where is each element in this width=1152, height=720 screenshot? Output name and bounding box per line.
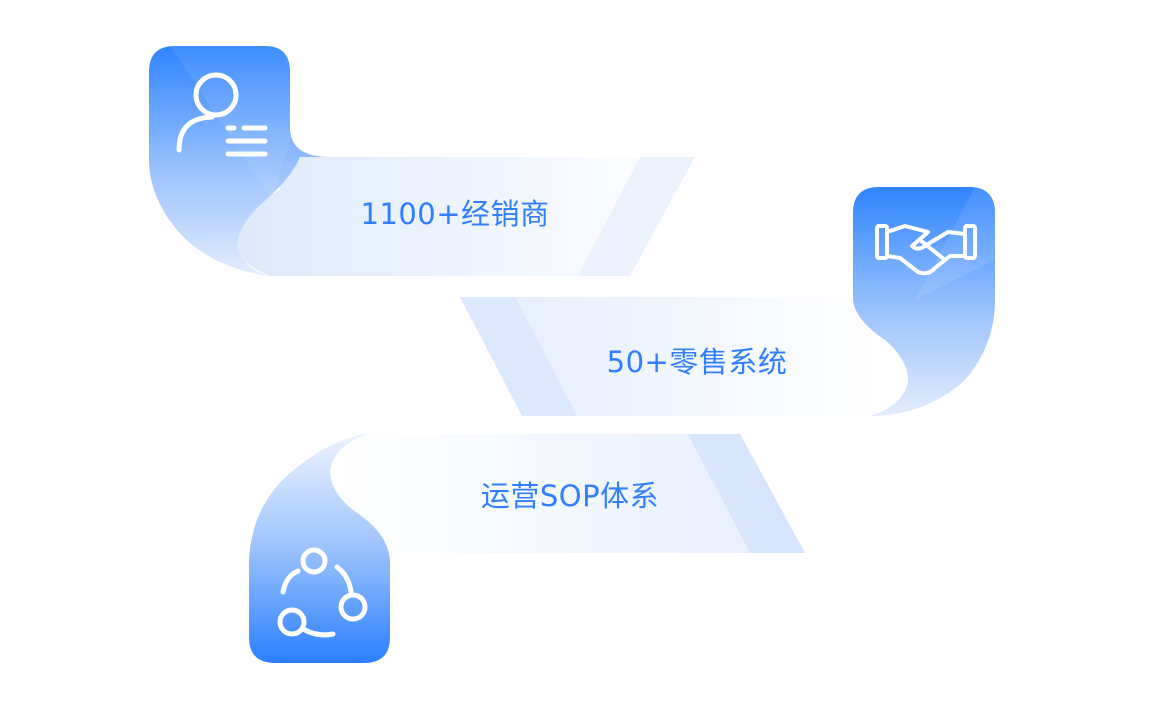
user-card-icon <box>176 72 268 157</box>
ribbon-3 <box>249 433 805 663</box>
ribbon-3-label: 运营SOP体系 <box>480 479 660 513</box>
ribbon-2-label: 50+零售系统 <box>606 345 788 379</box>
team-cycle-icon <box>277 547 368 638</box>
ribbon-1-label: 1100+经销商 <box>360 197 550 231</box>
handshake-icon <box>875 224 977 276</box>
